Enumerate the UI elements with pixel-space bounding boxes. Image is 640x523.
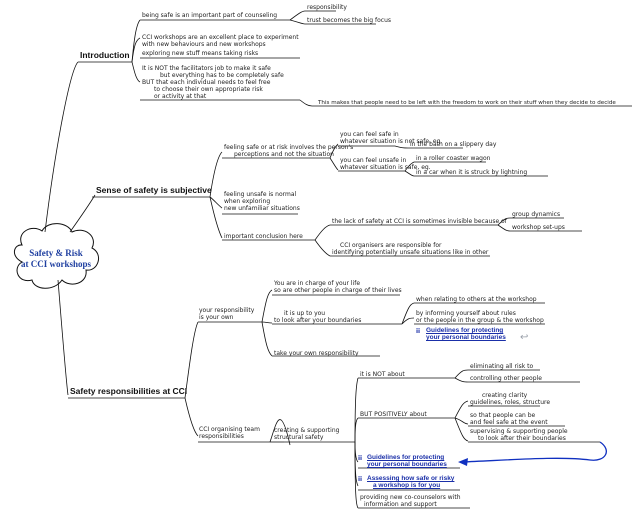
link-bullet-icon-2: ii [358,455,363,462]
node-intro-2-l3: exploring new stuff means taking risks [142,50,259,57]
node-resp-o2[interactable]: providing new co-counselors with informa… [360,494,461,508]
node-intro-3-l4: to choose their own appropriate risk [154,86,263,93]
node-resp-o1b1-l2: guidelines, roles, structure [470,399,551,406]
node-sense-a-l1: feeling safe or at risk involves the per… [224,144,354,151]
topic-safety-responsibilities[interactable]: Safety responsibilities at CCI [70,386,188,396]
link-guidelines-boundaries-1[interactable]: Guidelines for protecting your personal … [426,327,506,341]
node-sense-b-l1: feeling unsafe is normal [224,191,297,198]
node-resp-o1b1-l1: creating clarity [482,392,528,399]
node-sense-a2[interactable]: you can feel unsafe in whatever situatio… [340,157,431,171]
node-resp-o1-l2: structural safety [274,434,324,441]
node-resp-org-l1: CCI organising team [199,426,260,433]
node-intro-2-l2: with new behaviours and new workshops [142,41,266,48]
link-guidelines-2-l2: your personal boundaries [367,461,447,468]
connector-arrow [461,441,607,463]
node-sense-c1a[interactable]: group dynamics [512,211,561,218]
node-intro-4[interactable]: This makes that people need to be left w… [318,100,616,106]
node-resp-o1[interactable]: creating & supporting structural safety [274,427,339,441]
node-sense-b-l3: new unfamiliar situations [224,205,300,212]
node-intro-2-l1: CCI workshops are an excellent place to … [142,34,299,41]
node-intro-1b[interactable]: trust becomes the big focus [307,17,392,24]
link-bullet-icon-3: ii [358,476,363,483]
topic-introduction[interactable]: Introduction [80,50,130,60]
node-resp-you-text: your responsibility is your own [199,307,255,321]
node-intro-3-l1: It is NOT the facilitators job to make i… [142,65,271,72]
node-resp-o1b2-l2: and feel safe at the event [470,419,548,426]
node-resp-o2-l1: providing new co-counselors with [360,494,461,501]
link-arrow-icon: ↩ [520,332,529,343]
node-sense-a-l2: perceptions and not the situation [234,151,334,158]
node-resp-o1a[interactable]: it is NOT about [360,371,405,378]
node-sense-a1a[interactable]: in the bath on a slippery day [410,141,497,148]
node-resp-y2a[interactable]: when relating to others at the workshop [416,296,537,303]
node-intro-1[interactable]: being safe is an important part of couns… [142,12,278,19]
node-resp-o1-l1: creating & supporting [274,427,340,434]
node-intro-3-l2: but everything has to be completely safe [160,72,284,79]
node-resp-o2-l2: information and support [364,501,437,508]
node-resp-o1b2-l1: so that people can be [470,412,536,419]
node-resp-o1b3-l1: supervising & supporting people [470,428,568,435]
node-sense-b[interactable]: feeling unsafe is normal when exploring … [224,191,300,212]
link-assessing-l1: Assessing how safe or risky [367,475,455,482]
node-resp-y3[interactable]: take your own responsibility [274,350,359,357]
node-resp-y2-l2: to look after your boundaries [274,317,362,324]
node-sense-a2a[interactable]: in a roller coaster wagon [416,155,491,162]
node-sense-c2-l1: CCI organisers are responsible for [340,242,442,249]
node-resp-y2b-l2: or the people in the group & the worksho… [416,317,544,324]
node-sense-a2-l1: you can feel unsafe in [340,157,407,164]
node-resp-y2[interactable]: it is up to you to look after your bound… [274,310,361,324]
node-resp-y2b-l1: by informing yourself about rules [416,310,516,317]
link-bullet-icon: ii [416,328,421,335]
link-guidelines-1-l1: Guidelines for protecting [426,327,504,334]
node-resp-o1b3-l2: to look after their boundaries [478,435,566,442]
root-line-2: at CCI workshops [20,259,91,269]
node-resp-org[interactable]: CCI organising team responsibilities [199,426,260,440]
node-resp-o1b[interactable]: BUT POSITIVELY about [360,411,427,418]
link-guidelines-2-l1: Guidelines for protecting [367,454,445,461]
node-resp-o1b1[interactable]: creating clarity guidelines, roles, stru… [470,392,550,406]
node-sense-c2[interactable]: CCI organisers are responsible for ident… [332,242,488,256]
link-guidelines-boundaries-2[interactable]: Guidelines for protecting your personal … [367,454,447,468]
topic-sense-of-safety[interactable]: Sense of safety is subjective [96,185,212,195]
node-intro-3[interactable]: It is NOT the facilitators job to make i… [142,65,284,100]
node-resp-o1b2[interactable]: so that people can be and feel safe at t… [470,412,548,426]
link-assessing-l2: a workshop is for you [373,482,441,489]
node-sense-a1[interactable]: you can feel safe in whatever situation … [340,131,442,145]
root-topic[interactable]: Safety & Risk at CCI workshops [20,248,92,270]
node-sense-c[interactable]: important conclusion here [224,233,303,240]
node-resp-y1-l2: so are other people in charge of their l… [274,287,402,294]
node-resp-org-l2: responsibilities [199,433,244,440]
root-cloud [14,223,100,289]
node-sense-a1-l2: whatever situation is not safe, eg. [340,138,443,145]
node-resp-y1[interactable]: You are in charge of your life so are ot… [274,280,402,294]
node-resp-o1b3[interactable]: supervising & supporting people to look … [470,428,568,442]
node-resp-y2b[interactable]: by informing yourself about rules or the… [416,310,544,324]
node-intro-3-l3: BUT that each individual needs to feel f… [142,79,271,86]
node-resp-y2-l1: it is up to you [284,310,326,317]
node-resp-o1a1[interactable]: eliminating all risk to [470,363,534,370]
node-sense-c1[interactable]: the lack of safety at CCI is sometimes i… [332,218,507,225]
connector-arrowhead [458,458,468,466]
node-sense-a2-l2: whatever situation is safe, eg. [340,164,431,171]
node-intro-1a[interactable]: responsibility [307,4,347,11]
node-sense-a[interactable]: feeling safe or at risk involves the per… [224,144,353,158]
root-line-1: Safety & Risk [29,248,83,258]
node-resp-y1-l1: You are in charge of your life [274,280,361,287]
node-sense-b-l2: when exploring [224,198,271,205]
node-sense-a1-l1: you can feel safe in [340,131,399,138]
link-assessing-safety[interactable]: Assessing how safe or risky a workshop i… [367,475,454,489]
link-guidelines-1-l2: your personal boundaries [426,334,506,341]
node-intro-2[interactable]: CCI workshops are an excellent place to … [142,34,299,57]
node-resp-you[interactable]: your responsibility is your own [199,307,259,321]
node-resp-o1a2[interactable]: controlling other people [470,375,542,382]
node-sense-c2-l2: identifying potentially unsafe situation… [332,249,489,256]
node-sense-c1b[interactable]: workshop set-ups [512,224,565,231]
node-intro-3-l5: or activity at that [154,93,207,100]
node-sense-a2b[interactable]: in a car when it is struck by lightning [416,169,528,176]
